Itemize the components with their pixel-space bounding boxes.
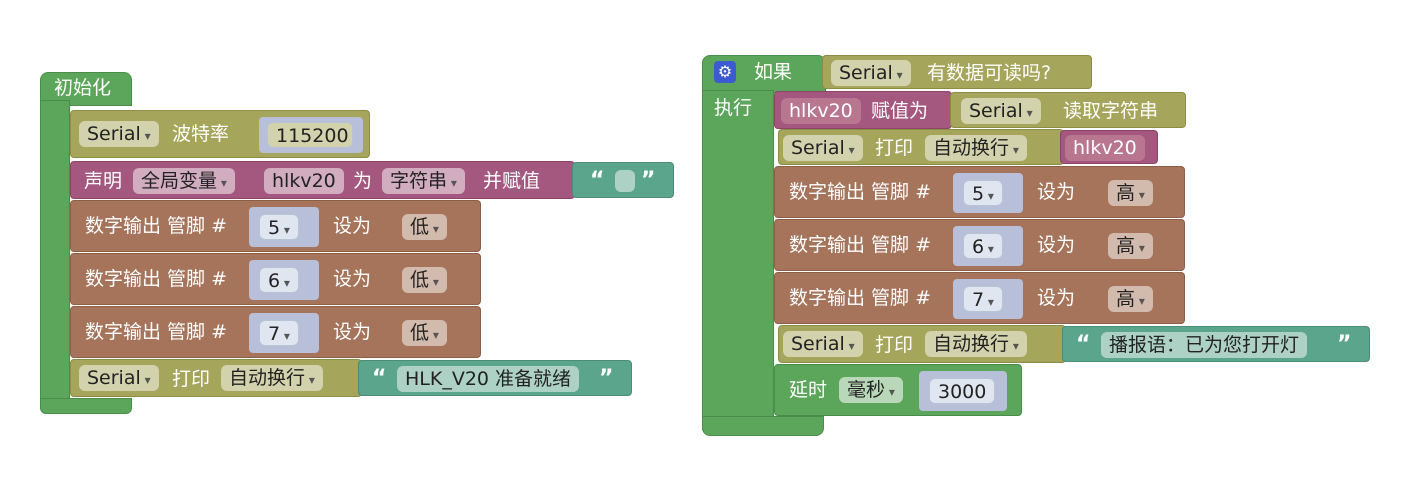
print-text-field[interactable]: HLK_V20 准备就绪: [397, 366, 580, 392]
print-label: 打印: [172, 368, 211, 390]
delay-unit-dropdown[interactable]: 毫秒: [839, 377, 903, 403]
setup-label: 初始化: [54, 77, 112, 99]
setup-block-footer: [40, 398, 132, 414]
digital-write-block-1[interactable]: 数字输出 管脚 # 5 设为 低: [70, 200, 481, 252]
assign-variable-block[interactable]: hlkv20 赋值为: [774, 91, 952, 129]
print-text-block[interactable]: “ HLK_V20 准备就绪 ”: [358, 360, 632, 396]
pin-block[interactable]: 7: [249, 313, 319, 353]
print-text-field[interactable]: 播报语：已为您打开灯: [1101, 332, 1308, 358]
serial-dropdown[interactable]: Serial: [783, 135, 863, 161]
open-quote-icon: “: [372, 366, 387, 391]
serial-print-var-block[interactable]: Serial 打印 自动换行: [778, 129, 1064, 165]
do-label: 执行: [714, 97, 753, 119]
baud-value-field[interactable]: 115200: [267, 122, 353, 148]
serial-dropdown[interactable]: Serial: [79, 121, 159, 147]
available-label: 有数据可读吗?: [927, 62, 1052, 84]
digital-write-label: 数字输出 管脚 #: [789, 234, 931, 256]
pin-block[interactable]: 5: [249, 207, 319, 247]
open-quote-icon: “: [1076, 332, 1091, 357]
set-label: 设为: [1037, 287, 1076, 309]
pin-block[interactable]: 7: [953, 279, 1023, 319]
digital-write-block-3[interactable]: 数字输出 管脚 # 7 设为 低: [70, 306, 481, 358]
baud-value-block[interactable]: 115200: [259, 117, 363, 153]
set-label: 设为: [333, 268, 372, 290]
newline-mode-dropdown[interactable]: 自动换行: [221, 365, 323, 391]
serial-print-block[interactable]: Serial 打印 自动换行: [70, 359, 362, 397]
close-quote-icon: ”: [599, 366, 614, 391]
if-block-spine: [702, 90, 774, 430]
serial-baud-block[interactable]: Serial 波特率 115200: [70, 110, 370, 158]
delay-label: 延时: [789, 379, 828, 401]
digital-write-block-4[interactable]: 数字输出 管脚 # 5 设为 高: [774, 166, 1185, 218]
close-quote-icon: ”: [641, 168, 656, 193]
if-label: 如果: [754, 61, 793, 83]
variable-getter-field[interactable]: hlkv20: [1065, 135, 1145, 161]
declare-label: 声明: [84, 170, 123, 192]
pin-dropdown[interactable]: 7: [963, 286, 1003, 312]
variable-getter-block[interactable]: hlkv20: [1060, 130, 1158, 164]
pin-dropdown[interactable]: 6: [259, 267, 299, 293]
newline-mode-dropdown[interactable]: 自动换行: [925, 331, 1027, 357]
print-text-block[interactable]: “ 播报语：已为您打开灯 ”: [1062, 326, 1370, 362]
set-label: 设为: [333, 215, 372, 237]
pin-dropdown[interactable]: 7: [259, 320, 299, 346]
declare-variable-block[interactable]: 声明 全局变量 hlkv20 为 字符串 并赋值: [70, 161, 575, 199]
digital-write-label: 数字输出 管脚 #: [85, 268, 227, 290]
digital-write-label: 数字输出 管脚 #: [85, 321, 227, 343]
digital-write-label: 数字输出 管脚 #: [789, 181, 931, 203]
type-dropdown[interactable]: 字符串: [382, 168, 465, 194]
level-dropdown[interactable]: 低: [402, 267, 447, 293]
level-dropdown[interactable]: 低: [402, 214, 447, 240]
level-dropdown[interactable]: 高: [1108, 233, 1153, 259]
declare-assign-label: 并赋值: [483, 170, 541, 192]
digital-write-block-2[interactable]: 数字输出 管脚 # 6 设为 低: [70, 253, 481, 305]
level-dropdown[interactable]: 低: [402, 320, 447, 346]
if-block-footer: [702, 416, 824, 436]
delay-value-block[interactable]: 3000: [919, 371, 1007, 411]
digital-write-block-5[interactable]: 数字输出 管脚 # 6 设为 高: [774, 219, 1185, 271]
read-string-label: 读取字符串: [1063, 100, 1159, 122]
empty-string-field[interactable]: [615, 170, 635, 192]
pin-block[interactable]: 5: [953, 173, 1023, 213]
open-quote-icon: “: [590, 168, 605, 193]
delay-value-field[interactable]: 3000: [929, 378, 996, 404]
scope-dropdown[interactable]: 全局变量: [133, 168, 235, 194]
digital-write-block-6[interactable]: 数字输出 管脚 # 7 设为 高: [774, 272, 1185, 324]
baud-label: 波特率: [172, 123, 230, 145]
serial-read-string-block[interactable]: Serial 读取字符串: [950, 92, 1186, 128]
digital-write-label: 数字输出 管脚 #: [789, 287, 931, 309]
pin-dropdown[interactable]: 5: [259, 214, 299, 240]
level-dropdown[interactable]: 高: [1108, 180, 1153, 206]
serial-dropdown[interactable]: Serial: [961, 98, 1041, 124]
newline-mode-dropdown[interactable]: 自动换行: [925, 135, 1027, 161]
print-label: 打印: [875, 137, 914, 159]
serial-dropdown[interactable]: Serial: [783, 331, 863, 357]
set-label: 设为: [1037, 234, 1076, 256]
serial-dropdown[interactable]: Serial: [831, 60, 911, 86]
set-label: 设为: [1037, 181, 1076, 203]
level-dropdown[interactable]: 高: [1108, 286, 1153, 312]
delay-block[interactable]: 延时 毫秒 3000: [774, 364, 1022, 416]
declare-as-label: 为: [353, 170, 373, 192]
variable-name-field[interactable]: hlkv20: [264, 168, 344, 194]
pin-block[interactable]: 6: [249, 260, 319, 300]
empty-string-block[interactable]: “ ”: [572, 162, 674, 198]
pin-block[interactable]: 6: [953, 226, 1023, 266]
pin-dropdown[interactable]: 5: [963, 180, 1003, 206]
assign-variable-field[interactable]: hlkv20: [781, 98, 861, 124]
serial-available-block[interactable]: Serial 有数据可读吗?: [822, 55, 1092, 89]
close-quote-icon: ”: [1337, 332, 1352, 357]
assign-label: 赋值为: [871, 100, 929, 122]
set-label: 设为: [333, 321, 372, 343]
serial-print-text-block[interactable]: Serial 打印 自动换行: [778, 325, 1066, 363]
pin-dropdown[interactable]: 6: [963, 233, 1003, 259]
digital-write-label: 数字输出 管脚 #: [85, 215, 227, 237]
serial-dropdown[interactable]: Serial: [79, 365, 159, 391]
print-label: 打印: [875, 334, 914, 356]
gear-icon[interactable]: ⚙: [714, 61, 736, 83]
setup-block-spine: [40, 100, 70, 406]
